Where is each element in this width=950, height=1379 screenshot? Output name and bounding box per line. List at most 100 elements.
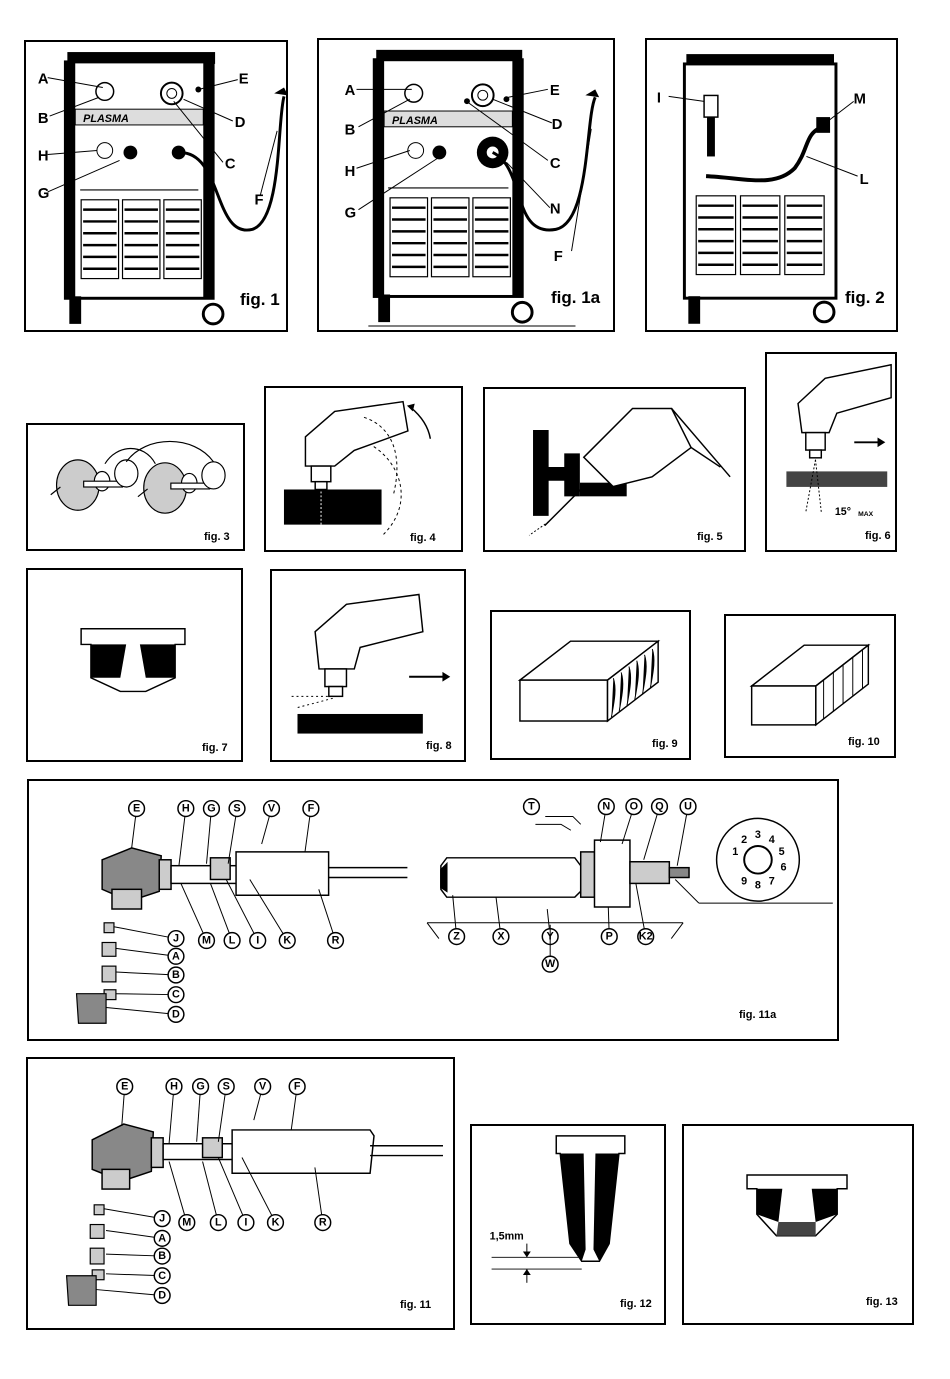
- fig1-label-e: E: [239, 72, 249, 88]
- fig13-caption: fig. 13: [866, 1296, 898, 1308]
- fig11-callout-k: K: [272, 1217, 280, 1229]
- fig1-label-h: H: [38, 148, 49, 164]
- fig9-caption: fig. 9: [652, 738, 678, 750]
- fig1a-label-b: B: [345, 123, 356, 139]
- fig2-panel: I M L fig. 2: [645, 38, 898, 332]
- fig1a-label-a: A: [345, 83, 356, 99]
- fig11a-callout-h: H: [182, 803, 190, 815]
- fig7-panel: fig. 7: [26, 568, 243, 762]
- fig11a-callout-o: O: [630, 801, 638, 813]
- fig5-panel: fig. 5: [483, 387, 746, 552]
- connector-pin-7: 7: [769, 875, 775, 887]
- fig1a-label-f: F: [554, 249, 563, 265]
- fig1-machine-drawing: PLASMA: [26, 42, 286, 330]
- fig10-caption: fig. 10: [848, 736, 880, 748]
- fig11-callout-g: G: [196, 1081, 204, 1093]
- fig1a-label-h: H: [345, 164, 356, 180]
- fig11a-callout-v: V: [268, 803, 276, 815]
- fig11a-callout-j: J: [173, 933, 179, 945]
- fig10-cut-edge-drawing: [726, 616, 894, 756]
- fig8-torch-cut-drawing: [272, 571, 464, 760]
- fig12-dim-label: 1,5mm: [490, 1231, 524, 1243]
- fig5-caption: fig. 5: [697, 531, 723, 543]
- fig2-caption: fig. 2: [845, 288, 885, 308]
- fig1a-brand-label: PLASMA: [392, 115, 438, 127]
- fig11a-callout-k: K: [283, 935, 291, 947]
- fig2-machine-rear-drawing: I M L: [647, 40, 896, 330]
- connector-pin-9: 9: [741, 875, 747, 887]
- fig6-panel: 15° MAX fig. 6: [765, 352, 897, 552]
- fig11a-callout-s: S: [233, 803, 240, 815]
- fig1-label-d: D: [235, 115, 246, 131]
- fig11-callout-a: A: [158, 1232, 166, 1244]
- fig12-worn-nozzle-drawing: 1,5mm: [472, 1126, 664, 1323]
- fig3-panel: fig. 3: [26, 423, 245, 551]
- fig8-caption: fig. 8: [426, 740, 452, 752]
- fig11a-callout-l: L: [229, 935, 236, 947]
- fig11a-callout-i: I: [256, 935, 259, 947]
- fig11-callout-s: S: [223, 1081, 230, 1093]
- connector-pin-6: 6: [781, 862, 787, 874]
- fig6-max-label: MAX: [858, 511, 874, 518]
- fig7-caption: fig. 7: [202, 742, 228, 754]
- connector-pin-8: 8: [755, 879, 761, 891]
- fig1-label-f: F: [254, 193, 263, 209]
- fig11-torch-exploded-drawing: EHGSVFJABCDMLIKR: [28, 1059, 453, 1328]
- fig4-caption: fig. 4: [410, 532, 436, 544]
- fig11a-torch-exploded-drawing: EHGSVFJABCDMLIKRTNOQUZXYPK2W123456789: [29, 781, 837, 1039]
- fig11a-callout-g: G: [207, 803, 215, 815]
- fig2-label-i: I: [657, 90, 661, 106]
- connector-pin-5: 5: [779, 846, 785, 858]
- fig11a-callout-x: X: [497, 931, 505, 943]
- fig11-callout-m: M: [182, 1217, 191, 1229]
- fig11a-callout-u: U: [684, 801, 692, 813]
- fig6-angle-label: 15°: [835, 506, 851, 518]
- connector-pin-2: 2: [741, 834, 747, 846]
- fig11-caption: fig. 11: [400, 1299, 431, 1311]
- fig11a-callout-m: M: [202, 935, 211, 947]
- fig11-callout-e: E: [121, 1081, 128, 1093]
- fig11-callout-i: I: [244, 1217, 247, 1229]
- fig1a-label-e: E: [550, 83, 560, 99]
- fig1-caption: fig. 1: [240, 290, 280, 310]
- fig11-callout-f: F: [294, 1081, 301, 1093]
- fig11a-caption: fig. 11a: [739, 1009, 776, 1021]
- fig1a-label-d: D: [552, 117, 563, 133]
- fig11-callout-j: J: [159, 1213, 165, 1225]
- connector-pin-4: 4: [769, 834, 775, 846]
- connector-pin-3: 3: [755, 829, 761, 841]
- fig11a-callouts: EHGSVFJABCDMLIKRTNOQUZXYPK2W123456789: [106, 799, 787, 1023]
- fig11a-callout-z: Z: [453, 931, 460, 943]
- fig9-panel: fig. 9: [490, 610, 691, 760]
- fig11a-callout-c: C: [172, 989, 180, 1001]
- fig11a-callout-e: E: [133, 803, 140, 815]
- fig11-callout-l: L: [215, 1217, 222, 1229]
- fig2-label-l: L: [860, 172, 869, 188]
- fig11a-callout-n: N: [602, 801, 610, 813]
- fig11a-callout-q: Q: [655, 801, 663, 813]
- fig1a-machine-drawing: PLASMA: [319, 40, 613, 330]
- fig11a-callout-t: T: [528, 801, 535, 813]
- fig11a-callout-r: R: [332, 935, 340, 947]
- fig1a-label-c: C: [550, 156, 561, 172]
- fig6-caption: fig. 6: [865, 530, 891, 542]
- fig11a-callout-f: F: [308, 803, 315, 815]
- fig11-panel: EHGSVFJABCDMLIKR fig. 11: [26, 1057, 455, 1330]
- fig6-cutting-angle-drawing: 15° MAX: [767, 354, 895, 550]
- fig11a-callout-k2: K2: [639, 931, 653, 943]
- fig1a-label-g: G: [345, 206, 357, 222]
- fig12-caption: fig. 12: [620, 1298, 652, 1310]
- fig11a-callout-d: D: [172, 1008, 180, 1020]
- fig13-panel: fig. 13: [682, 1124, 914, 1325]
- fig1-label-g: G: [38, 186, 50, 202]
- fig3-caption: fig. 3: [204, 531, 230, 543]
- fig11-callout-d: D: [158, 1289, 166, 1301]
- fig11-callout-v: V: [259, 1081, 267, 1093]
- fig1-brand-label: PLASMA: [83, 113, 129, 125]
- fig2-label-m: M: [854, 91, 866, 107]
- fig11-callout-r: R: [319, 1217, 327, 1229]
- fig11a-callout-a: A: [172, 950, 180, 962]
- fig13-nozzle-drawing: [684, 1126, 912, 1323]
- fig1-panel: PLASMA: [24, 40, 288, 332]
- fig11-callout-c: C: [158, 1270, 166, 1282]
